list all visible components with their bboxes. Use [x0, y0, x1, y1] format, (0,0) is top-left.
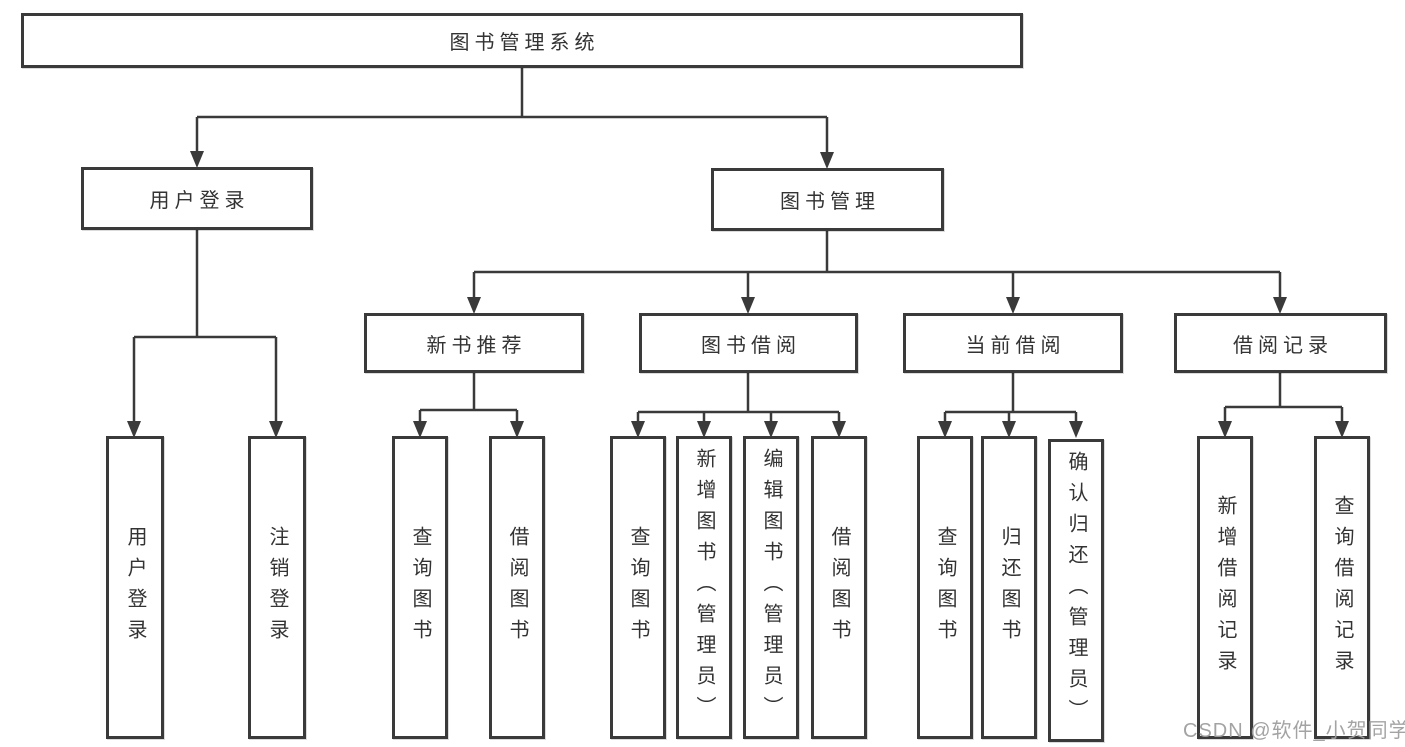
leaf-query-books-3: 查询图书: [917, 436, 973, 739]
node-user-login-label: 用户登录: [149, 190, 250, 212]
node-new-book-rec-label: 新书推荐: [426, 334, 527, 357]
node-book-borrow-label: 图书借阅: [701, 334, 801, 357]
arrowheads: [127, 151, 1349, 438]
leaf-edit-book-admin: 编辑图书（管理员）: [743, 436, 799, 739]
leaf-add-borrow-record-label: 新增借阅记录: [1214, 494, 1236, 681]
leaf-return-books: 归还图书: [981, 436, 1037, 739]
leaf-borrow-books-2-label: 借阅图书: [828, 525, 850, 650]
leaf-add-borrow-record: 新增借阅记录: [1197, 436, 1253, 739]
node-book-mgmt: 图书管理: [711, 168, 944, 231]
leaf-logout-label: 注销登录: [266, 525, 288, 650]
watermark: CSDN @软件_小贺同学: [1183, 720, 1405, 742]
node-user-login: 用户登录: [81, 167, 313, 230]
leaf-add-book-admin: 新增图书（管理员）: [676, 436, 732, 739]
node-current-borrow: 当前借阅: [903, 313, 1123, 373]
node-current-borrow-label: 当前借阅: [965, 334, 1066, 357]
leaf-add-book-admin-label: 新增图书（管理员）: [693, 448, 715, 727]
leaf-logout: 注销登录: [248, 436, 306, 739]
leaf-query-books-2: 查询图书: [610, 436, 666, 739]
leaf-borrow-books-1-label: 借阅图书: [506, 525, 528, 650]
leaf-query-books-2-label: 查询图书: [627, 525, 649, 650]
leaf-query-books-1: 查询图书: [392, 436, 448, 739]
leaf-borrow-books-1: 借阅图书: [489, 436, 545, 739]
node-root-label: 图书管理系统: [449, 32, 600, 54]
leaf-edit-book-admin-label: 编辑图书（管理员）: [760, 448, 782, 727]
leaf-user-login-label: 用户登录: [124, 525, 146, 650]
leaf-confirm-return-admin: 确认归还（管理员）: [1048, 439, 1104, 742]
leaf-user-login: 用户登录: [106, 436, 164, 739]
leaf-query-borrow-record: 查询借阅记录: [1314, 436, 1370, 739]
node-new-book-rec: 新书推荐: [364, 313, 584, 373]
leaf-query-books-3-label: 查询图书: [934, 525, 956, 650]
node-borrow-records-label: 借阅记录: [1233, 334, 1333, 357]
node-borrow-records: 借阅记录: [1174, 313, 1387, 373]
node-book-mgmt-label: 图书管理: [780, 191, 880, 213]
leaf-query-borrow-record-label: 查询借阅记录: [1331, 494, 1353, 681]
leaf-return-books-label: 归还图书: [998, 525, 1020, 650]
leaf-borrow-books-2: 借阅图书: [811, 436, 867, 739]
leaf-query-books-1-label: 查询图书: [409, 525, 431, 650]
node-root: 图书管理系统: [21, 13, 1023, 68]
node-book-borrow: 图书借阅: [639, 313, 858, 373]
leaf-confirm-return-admin-label: 确认归还（管理员）: [1065, 451, 1087, 730]
